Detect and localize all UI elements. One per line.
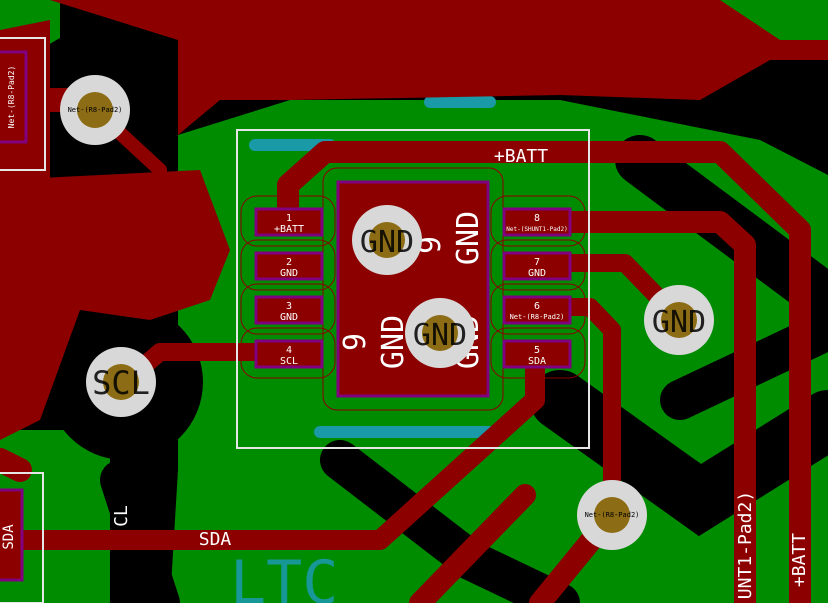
trace-label-sda: SDA [199,529,232,550]
pad-3-net: GND [280,312,298,323]
pad-1[interactable] [254,207,324,237]
pad-3-number: 3 [286,301,292,312]
pad-2[interactable] [254,251,324,281]
trace-batt-top [277,141,811,603]
pad-7[interactable] [502,251,572,281]
pad-5-net: SDA [528,356,546,367]
center-pad-clearance [322,167,504,411]
center-pad-net-upper: GND [451,211,486,265]
pin1-clearance [240,195,336,247]
trace-left-lower [0,448,32,482]
pad-2-number: 2 [286,257,292,268]
pin2-clearance [240,239,336,291]
left-part-pad-net: Net-(R8-Pad2) [7,66,16,129]
silkscreen [0,37,590,603]
via-gnd-upper-label: GND [360,225,414,260]
pad-clearance-outlines [240,167,586,411]
pad-8-net: Net-(SHUNT1-Pad2) [506,226,567,233]
trace-label-shunt: UNT1-Pad2) [735,491,756,599]
via-gnd-right-label: GND [652,305,706,340]
pad-6-number: 6 [534,301,540,312]
red-pour-left [0,170,230,440]
left-part-outline [0,37,46,171]
center-pad-net-lower: GND [376,315,411,369]
pin3-clearance [240,283,336,335]
left-lower-part-pad-net: SDA [1,524,17,550]
via-gnd-upper[interactable]: GND [352,205,422,275]
teal-watermark: LTC [230,548,338,603]
pad-7-number: 7 [534,257,540,268]
red-pour-top [50,0,828,135]
pad-1-number: 1 [286,213,292,224]
pin4-clearance [240,327,336,379]
pad-6[interactable] [502,295,572,325]
pin7-clearance [490,239,586,291]
left-lower-part-outline [0,472,44,603]
pad-4-number: 4 [286,345,292,356]
pad-3[interactable] [254,295,324,325]
vias: Net-(R8-Pad2) GND GND GND SCL Net-(R8-Pa… [60,75,714,550]
pad-4[interactable] [254,339,324,369]
pad-5-number: 5 [534,345,540,356]
pads: 1 +BATT 2 GND 3 GND 4 SCL 5 SDA 6 Net-(R… [0,50,572,582]
courtyard-outline [236,129,590,449]
center-pad-number-lower: 9 [338,333,373,351]
via-gnd-lower[interactable]: GND [405,298,475,368]
pad-8-number: 8 [534,213,540,224]
via-bottom-right[interactable]: Net-(R8-Pad2) [577,480,647,550]
trace-bottom-diagonal [409,484,536,603]
via-bottom-right-label: Net-(R8-Pad2) [585,511,640,519]
pad-6-net: Net-(R8-Pad2) [510,313,565,321]
pad-5[interactable] [502,339,572,369]
via-top-left[interactable]: Net-(R8-Pad2) [60,75,130,145]
via-gnd-right[interactable]: GND [644,285,714,355]
pin8-clearance [490,195,586,247]
pad-4-net: SCL [280,356,298,367]
trace-label-batt-right: +BATT [789,533,810,587]
trace-label-batt-top: +BATT [494,146,548,167]
pad-1-net: +BATT [274,224,304,235]
pin6-clearance [490,283,586,335]
pad-2-net: GND [280,268,298,279]
left-part-pad[interactable] [0,50,28,144]
pad-7-net: GND [528,268,546,279]
left-lower-part-pad[interactable] [0,488,24,582]
via-scl-label: SCL [92,364,150,402]
trace-sda [0,350,545,550]
via-top-left-label: Net-(R8-Pad2) [68,106,123,114]
pin5-clearance [490,327,586,379]
trace-shunt [529,211,756,603]
via-gnd-lower-label: GND [413,318,467,353]
via-scl[interactable]: SCL [86,347,156,417]
trace-label-scl: CL [111,505,132,527]
traces [0,88,811,603]
pad-8[interactable] [502,207,572,237]
